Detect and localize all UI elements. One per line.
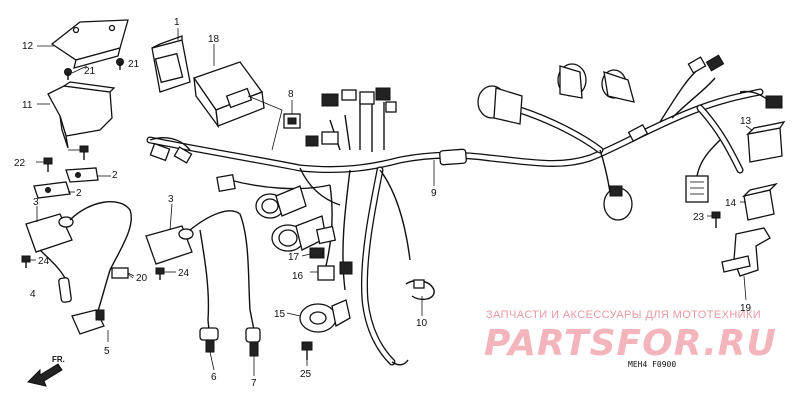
part-15-horn[interactable] [299, 299, 351, 333]
callout-labels: 1 2 2 3 3 4 5 6 7 8 9 10 11 12 13 14 15 … [14, 17, 752, 389]
watermark-brand: PARTSFOR.RU [484, 323, 777, 364]
part-22-screw-b[interactable] [79, 145, 89, 160]
harness-connector-cylinder-a[interactable] [477, 85, 523, 125]
part-3-ignition-coil-a[interactable] [25, 201, 132, 303]
callout-19: 19 [740, 303, 752, 314]
part-18-control-unit[interactable] [192, 61, 283, 151]
callout-20: 20 [136, 273, 148, 284]
callout-5: 5 [104, 346, 110, 357]
callout-4: 4 [30, 289, 36, 300]
front-direction-arrow: FR. [27, 355, 65, 387]
harness-connector-group-top[interactable] [305, 87, 397, 147]
part-16-connector[interactable] [317, 261, 353, 281]
callout-13: 13 [740, 116, 752, 127]
harness-connector-round-a[interactable] [255, 185, 307, 219]
part-5-spark-plug-cap[interactable] [71, 269, 111, 335]
callout-21-b: 21 [128, 59, 140, 70]
callout-12: 12 [22, 41, 34, 52]
part-21-screw-b[interactable] [116, 58, 124, 71]
leader-lines [30, 28, 753, 376]
part-3-ignition-coil-b[interactable] [145, 210, 251, 321]
part-19-bracket[interactable] [721, 227, 771, 277]
callout-22: 22 [14, 158, 26, 169]
callout-15: 15 [274, 309, 286, 320]
callout-10: 10 [416, 318, 428, 329]
part-23-bolt[interactable] [711, 211, 721, 228]
callout-23: 23 [693, 212, 705, 223]
harness-connector-cylinder-d[interactable] [603, 185, 633, 221]
callout-16: 16 [292, 271, 304, 282]
harness-connector-c[interactable] [315, 225, 337, 245]
part-25-bolt[interactable] [301, 341, 313, 360]
callout-9: 9 [431, 188, 437, 199]
part-1-relay[interactable] [151, 35, 191, 93]
callout-2-a: 2 [112, 170, 118, 181]
part-17-connector[interactable] [309, 247, 325, 259]
callout-7: 7 [251, 378, 257, 389]
callout-11: 11 [22, 100, 33, 111]
part-22-screw-a[interactable] [43, 157, 53, 172]
harness-connector-cylinder-c[interactable] [601, 69, 635, 103]
callout-3-a: 3 [33, 197, 39, 208]
callout-1: 1 [174, 17, 180, 28]
part-6-sensor[interactable] [199, 319, 219, 353]
part-10-clip[interactable] [405, 279, 435, 301]
callout-21-a: 21 [84, 66, 96, 77]
harness-connector-multipin[interactable] [685, 139, 721, 203]
part-13-relay-box[interactable] [746, 121, 786, 163]
part-24-bolt-b[interactable] [155, 267, 165, 280]
callout-3-b: 3 [168, 194, 174, 205]
part-11-bracket[interactable] [47, 81, 116, 149]
diagram-code: MEH4 F0900 [628, 360, 676, 369]
part-24-bolt-a[interactable] [21, 255, 31, 268]
callout-17: 17 [288, 252, 300, 263]
part-12-cover[interactable] [50, 19, 129, 69]
harness-clip-8[interactable] [283, 113, 301, 129]
callout-24-b: 24 [178, 268, 190, 279]
callout-2-b: 2 [76, 188, 82, 199]
watermark-caption: ЗАПЧАСТИ И АКСЕССУАРЫ ДЛЯ МОТОТЕХНИКИ [486, 309, 761, 321]
part-2-clamp-b[interactable] [33, 181, 71, 199]
harness-connector-mid-left[interactable] [216, 173, 236, 193]
part-7-sensor[interactable] [245, 309, 261, 357]
callout-25: 25 [300, 369, 312, 380]
callout-18: 18 [208, 34, 220, 45]
harness-connector-cylinder-b[interactable] [557, 63, 587, 99]
part-21-screw-a[interactable] [64, 68, 72, 81]
part-2-clamp-a[interactable] [65, 167, 99, 183]
callout-6: 6 [211, 372, 217, 383]
part-20-connector[interactable] [111, 267, 135, 279]
front-label: FR. [52, 355, 65, 364]
part-14-relay[interactable] [741, 182, 779, 221]
callout-8: 8 [288, 89, 294, 100]
harness-connector-left-end[interactable] [149, 142, 193, 164]
callout-14: 14 [725, 198, 737, 209]
harness-connector-top-right[interactable] [687, 54, 783, 109]
main-wire-harness[interactable] [146, 67, 764, 366]
callout-24-a: 24 [38, 256, 50, 267]
